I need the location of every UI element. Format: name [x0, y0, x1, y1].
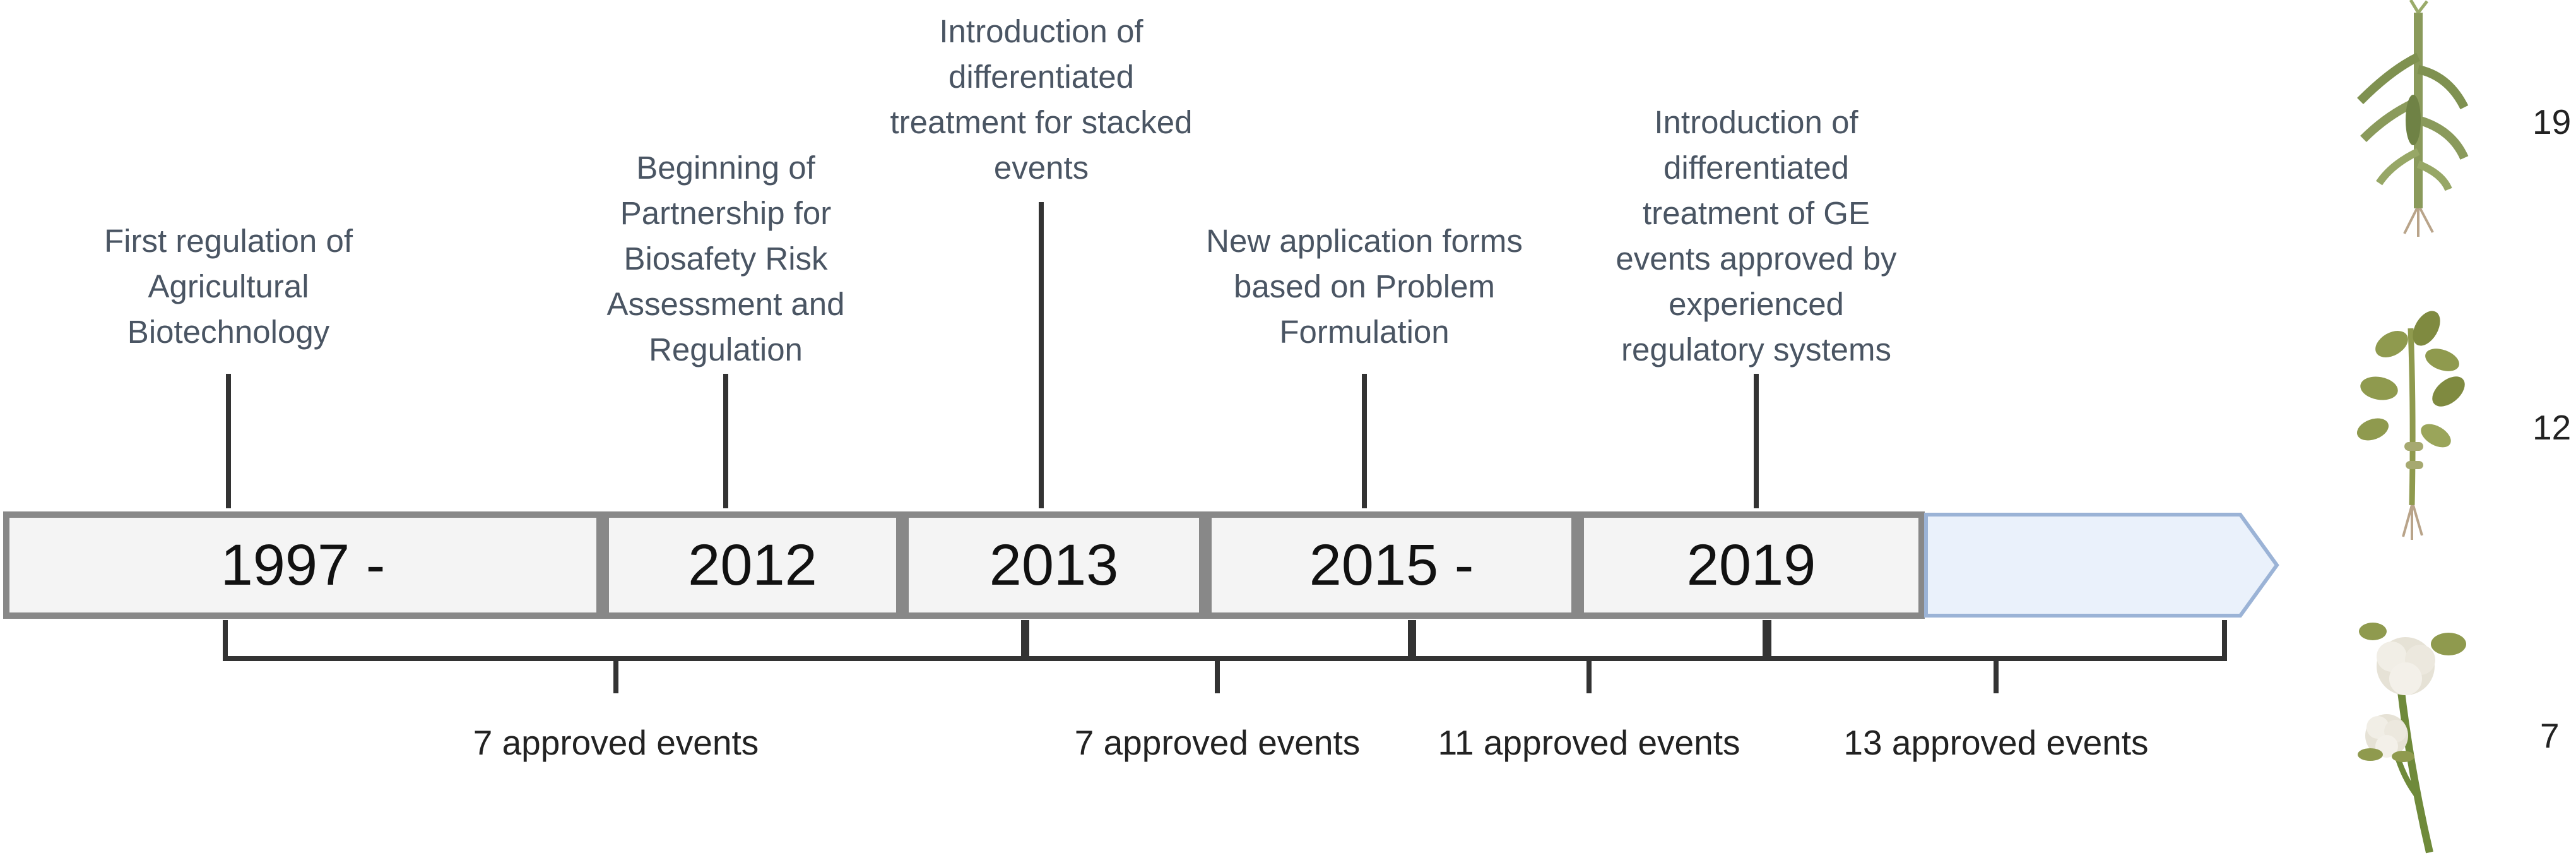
milestone-text-3: Introduction of differentiated treatment… [890, 13, 1193, 186]
cotton-plant-icon [2358, 623, 2466, 854]
milestone-text-4: New application forms based on Problem F… [1206, 223, 1523, 350]
range-label-4: 13 approved events [1843, 723, 2149, 762]
range-label-3: 11 approved events [1438, 723, 1740, 762]
range-bracket-4 [1766, 620, 2227, 693]
period-box-2015 [1205, 511, 1578, 619]
maize-plant-icon [2357, 0, 2469, 237]
maize-count: 19 [2532, 102, 2572, 141]
range-label-2: 7 approved events [1074, 723, 1361, 762]
range-label-1: 7 approved events [473, 723, 759, 762]
period-label-2019: 2019 [1686, 533, 1816, 597]
period-box-2019 [1578, 511, 1925, 619]
range-bracket-3 [1411, 620, 1768, 693]
future-arrow [1924, 513, 2279, 618]
range-bracket-1 [223, 620, 1026, 693]
milestone-text-1: First regulation of Agricultural Biotech… [103, 223, 353, 350]
soybean-plant-icon [2356, 311, 2465, 540]
milestone-text-2: Beginning of Partnership for Biosafety R… [606, 150, 845, 367]
cotton-count: 7 [2540, 716, 2560, 755]
period-box-1997 [3, 511, 603, 619]
period-label-1997: 1997 - [220, 533, 386, 597]
period-box-2013 [902, 511, 1205, 619]
period-label-2012: 2012 [688, 533, 817, 597]
milestone-text-5: Introduction of differentiated treatment… [1616, 104, 1897, 367]
period-box-2012 [603, 511, 902, 619]
period-label-2013: 2013 [989, 533, 1119, 597]
period-label-2015: 2015 - [1309, 533, 1474, 597]
soybean-count: 12 [2532, 408, 2572, 447]
range-bracket-2 [1024, 620, 1413, 693]
